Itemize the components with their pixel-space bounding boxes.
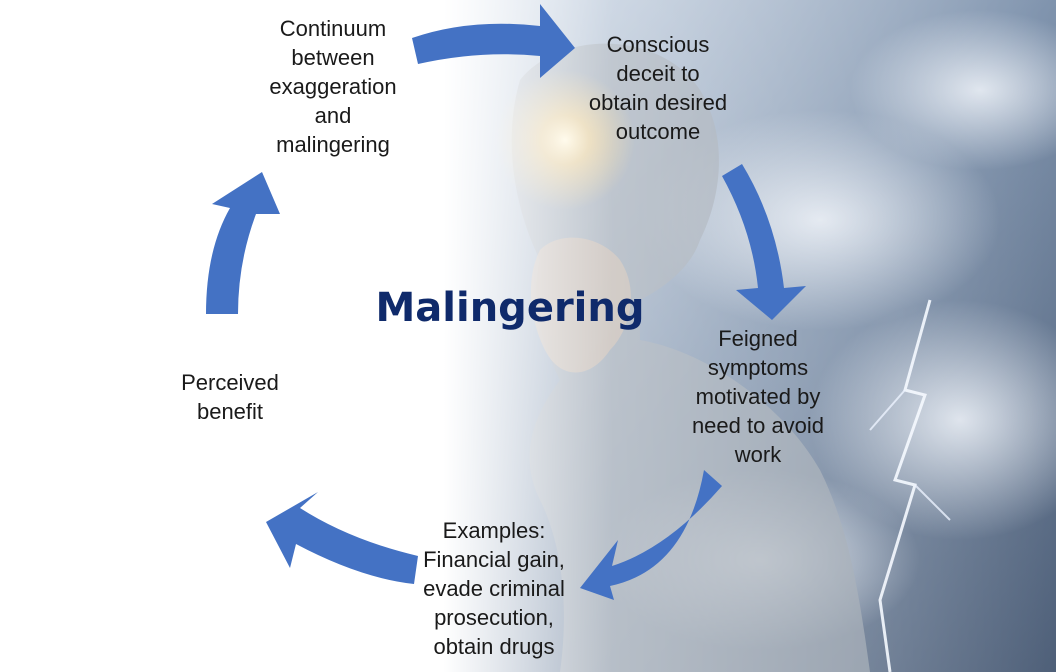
- arrow-continuum-to-deceit: [412, 4, 575, 78]
- node-continuum: Continuum between exaggeration and malin…: [269, 16, 397, 157]
- arrow-examples-to-benefit: [266, 492, 418, 584]
- arrow-benefit-to-continuum: [206, 172, 280, 314]
- node-perceived-benefit: Perceived benefit: [181, 370, 279, 424]
- node-examples: Examples: Financial gain, evade criminal…: [423, 518, 565, 659]
- node-feigned-symptoms: Feigned symptoms motivated by need to av…: [691, 326, 825, 467]
- diagram-title: Malingering: [375, 285, 645, 331]
- node-conscious-deceit: Conscious deceit to obtain desired outco…: [588, 32, 728, 144]
- arrow-feigned-to-examples: [580, 470, 722, 600]
- arrow-deceit-to-feigned: [722, 164, 806, 320]
